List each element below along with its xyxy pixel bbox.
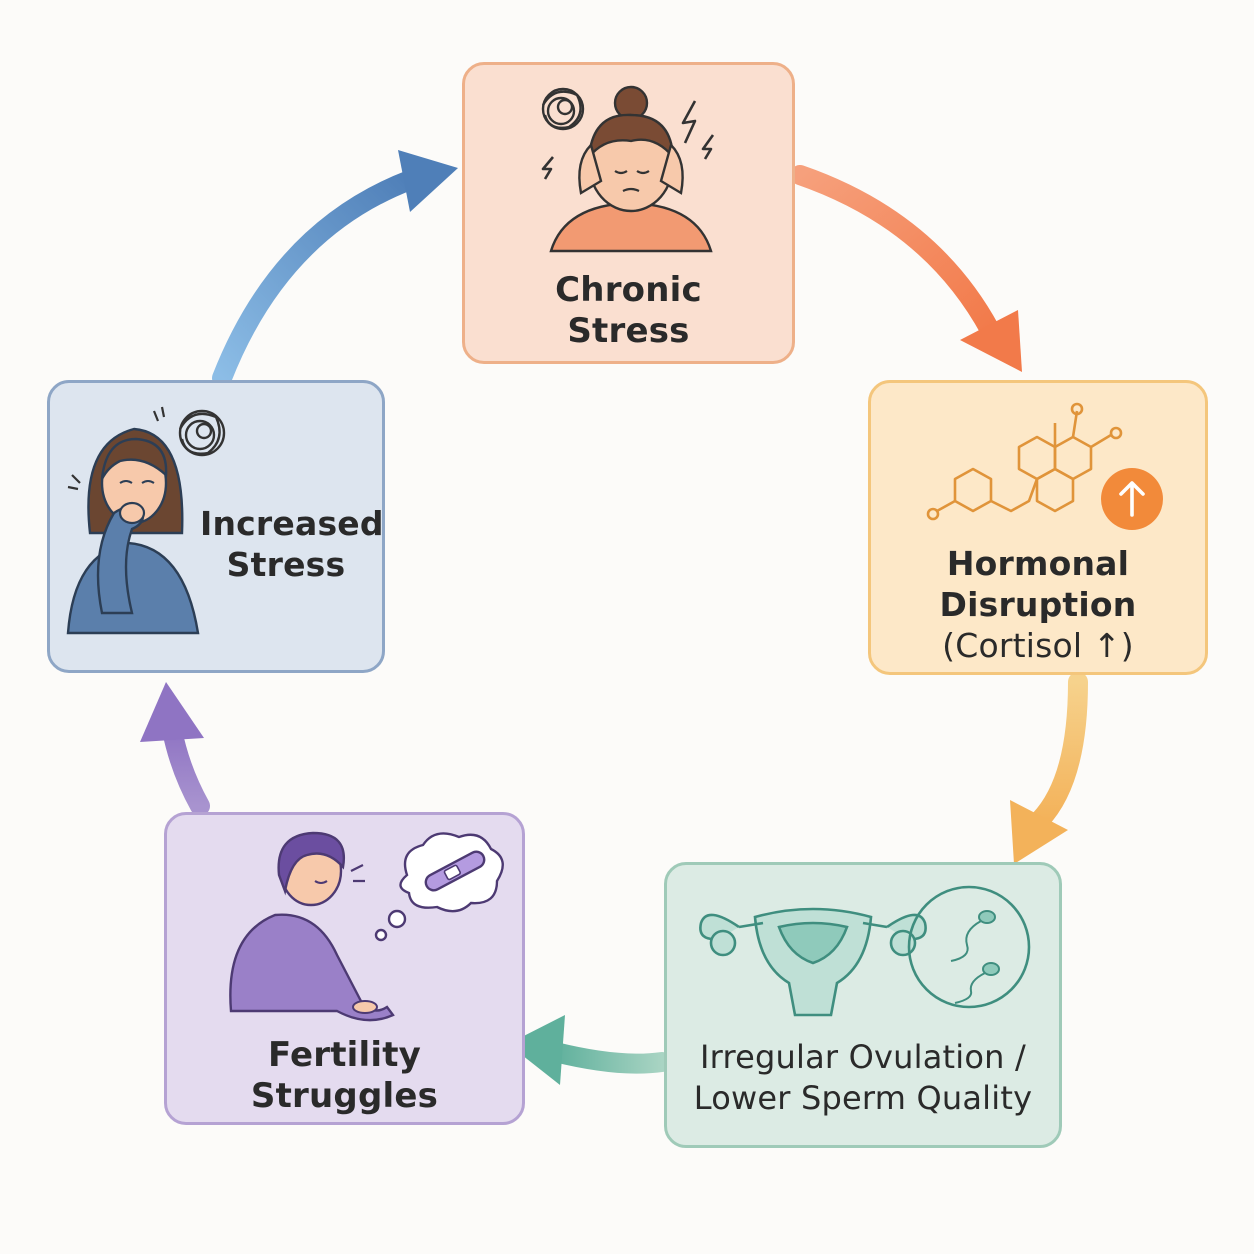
fertility-label-line1: Fertility [267, 1035, 422, 1075]
increased-stress-card: Increased Stress [47, 380, 385, 673]
hormone-molecule-icon [926, 402, 1163, 530]
tangled-thought-icon [541, 87, 585, 131]
fertility-struggles-card: Fertility Struggles [164, 812, 525, 1125]
increased-stress-label-line2: Stress [226, 545, 346, 584]
arrow-increased-to-chronic [212, 150, 458, 388]
pregnancy-test-icon [424, 850, 486, 892]
thought-bubble-icon [374, 832, 504, 942]
chronic-stress-label-line2: Stress [567, 311, 690, 351]
arrow-hormonal-to-ovulation [1010, 672, 1088, 864]
lightning-icon [541, 100, 715, 180]
hormonal-label-line3: (Cortisol ↑) [942, 626, 1134, 665]
hormonal-label-line1: Hormonal [946, 544, 1130, 583]
stressed-woman-illustration [541, 85, 715, 253]
uterus-icon [699, 907, 927, 1017]
arrow-chronic-to-hormonal [790, 165, 1022, 372]
arrow-ovulation-to-fertility [508, 1015, 672, 1085]
sad-woman-illustration [229, 831, 504, 1022]
sperm-icon [907, 885, 1031, 1009]
chronic-stress-card: Chronic Stress [462, 62, 795, 364]
increased-stress-label-line1: Increased [200, 504, 384, 543]
irregular-ovulation-card: Irregular Ovulation / Lower Sperm Qualit… [664, 862, 1062, 1148]
arrow-up-icon [1101, 468, 1163, 530]
ovulation-label-line2: Lower Sperm Quality [693, 1079, 1033, 1117]
chronic-stress-label-line1: Chronic [555, 270, 702, 310]
hormonal-label-line2: Disruption [939, 585, 1137, 624]
ovulation-label-line1: Irregular Ovulation / [700, 1038, 1026, 1076]
arrow-fertility-to-increased [140, 682, 210, 816]
hormonal-disruption-card: Hormonal Disruption (Cortisol ↑) [868, 380, 1208, 675]
worried-woman-illustration [66, 406, 226, 635]
fertility-label-line2: Struggles [250, 1076, 439, 1116]
tangled-thought-icon [152, 406, 226, 457]
reproductive-illustration [699, 885, 1031, 1017]
